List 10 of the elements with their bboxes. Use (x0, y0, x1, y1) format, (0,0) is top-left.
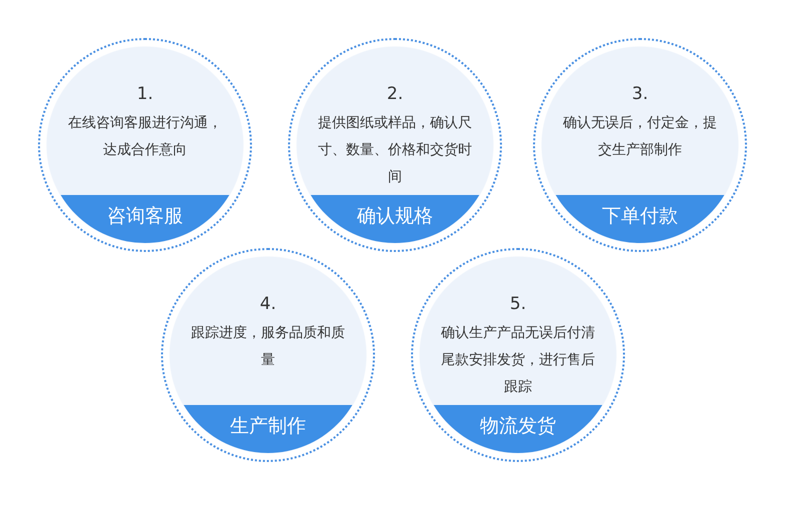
step-description: 确认生产产品无误后付清尾款安排发货，进行售后跟踪 (441, 324, 595, 397)
step-number: 5. (508, 294, 528, 314)
step-description: 确认无误后，付定金，提交生产部制作 (563, 114, 717, 160)
step-number: 3. (630, 84, 650, 104)
step-number: 2. (386, 84, 404, 104)
step-description: 跟踪进度，服务品质和质量 (191, 324, 345, 370)
step-number: 4. (258, 294, 278, 314)
step-description: 提供图纸或样品，确认尺寸、数量、价格和交货时间 (318, 114, 472, 187)
step-description: 在线咨询客服进行沟通，达成合作意向 (68, 114, 222, 160)
step-number: 1. (136, 84, 154, 104)
